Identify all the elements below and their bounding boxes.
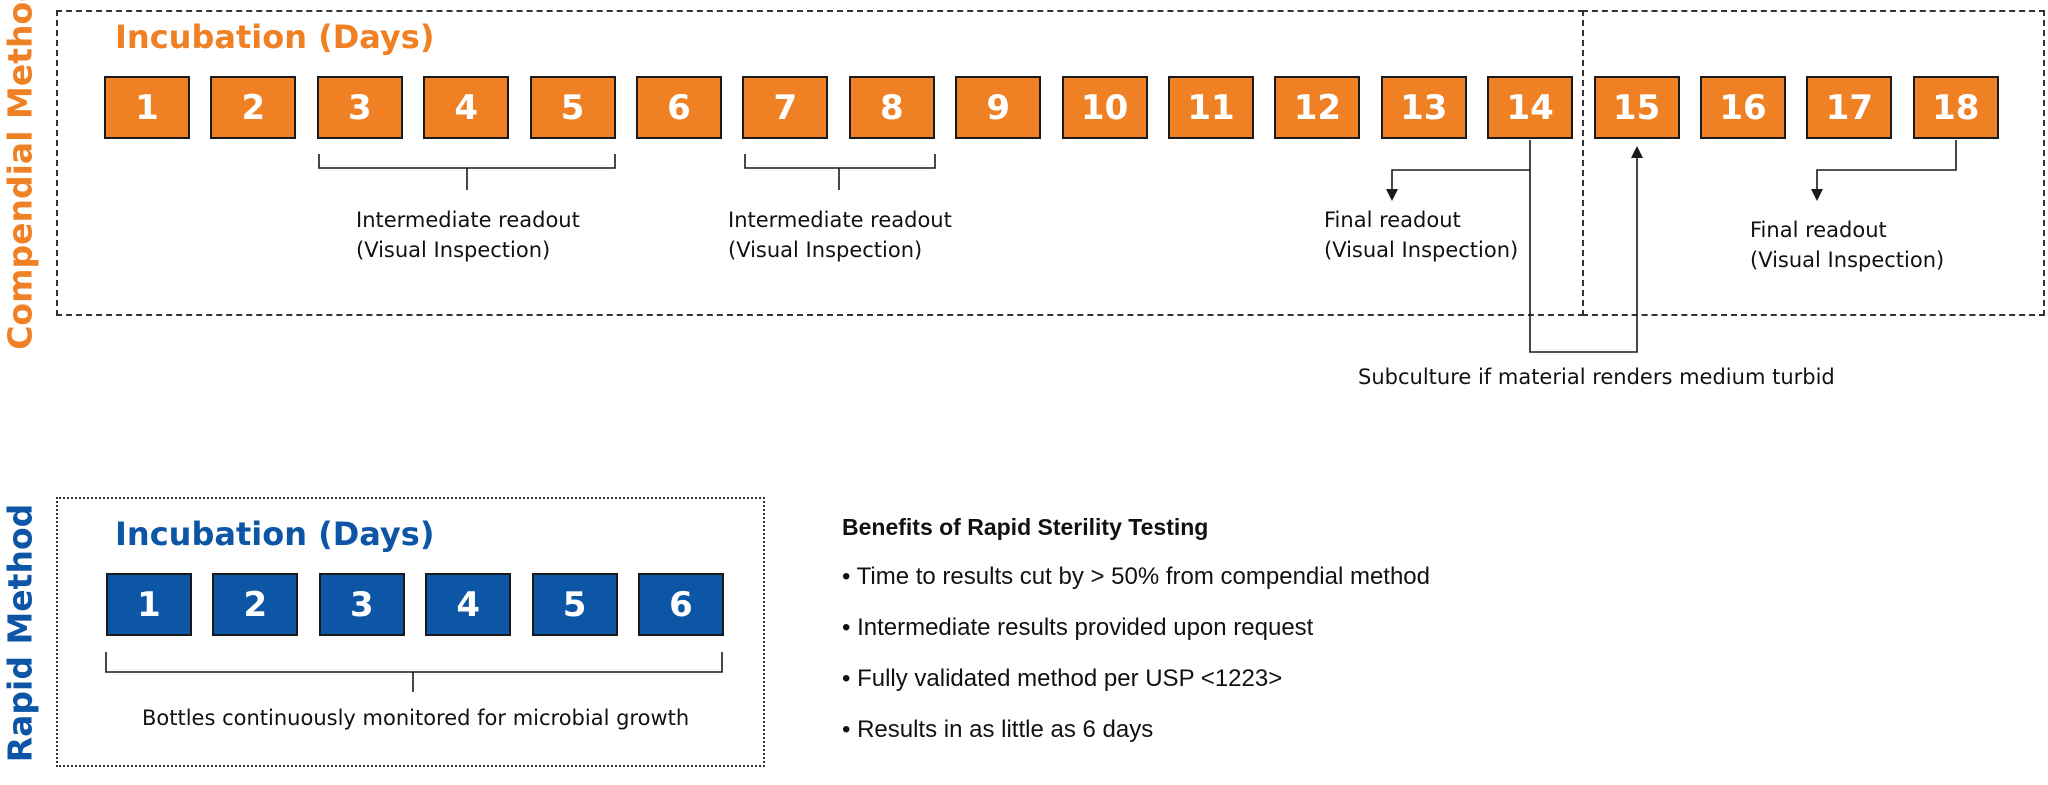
caption-line: (Visual Inspection) [728,238,923,262]
compendial-title: Incubation (Days) [115,18,435,56]
brace-intermediate-1 [318,154,616,190]
caption-line: Intermediate readout [356,208,580,232]
compendial-extended-box [1582,10,2045,316]
compendial-day-9: 9 [955,76,1042,139]
compendial-day-8: 8 [848,76,935,139]
rapid-day-5: 5 [531,573,618,636]
compendial-day-16: 16 [1700,76,1786,139]
compendial-day-10: 10 [1061,76,1148,139]
final-readout-2-arrow [1811,140,1957,201]
compendial-day-6: 6 [636,76,722,139]
compendial-day-3: 3 [316,76,403,139]
rapid-monitor-note: Bottles continuously monitored for micro… [142,706,690,730]
rapid-day-1: 1 [106,573,192,636]
benefit-item: • Intermediate results provided upon req… [842,614,1314,641]
caption-line: Intermediate readout [728,208,952,232]
benefit-item: • Fully validated method per USP <1223> [842,665,1283,692]
compendial-day-5: 5 [529,76,616,139]
final-readout-1-caption: Final readout (Visual Inspection) [1324,205,1518,265]
benefit-item: • Time to results cut by > 50% from comp… [842,563,1430,590]
rapid-title: Incubation (Days) [115,515,435,553]
benefits-title: Benefits of Rapid Sterility Testing [842,514,1209,540]
caption-line: (Visual Inspection) [1324,238,1519,262]
compendial-day-4: 4 [423,76,510,139]
final-readout-1-arrow [1386,169,1530,201]
brace-intermediate-2 [744,154,936,190]
caption-line: (Visual Inspection) [1750,248,1945,272]
final-readout-2-caption: Final readout (Visual Inspection) [1750,215,1944,275]
compendial-day-14: 14 [1487,76,1574,139]
compendial-day-18: 18 [1912,76,1999,139]
compendial-day-12: 12 [1274,76,1361,139]
intermediate-readout-2-caption: Intermediate readout (Visual Inspection) [728,205,952,265]
rapid-day-3: 3 [318,573,405,636]
subculture-loop [1529,140,1643,353]
compendial-day-11: 11 [1168,76,1254,139]
caption-line: (Visual Inspection) [356,238,551,262]
compendial-day-7: 7 [742,76,829,139]
rapid-day-6: 6 [638,573,724,636]
brace-rapid [105,652,723,692]
compendial-day-15: 15 [1593,76,1680,139]
benefit-item: • Results in as little as 6 days [842,716,1154,743]
caption-line: Final readout [1324,208,1461,232]
compendial-day-2: 2 [210,76,297,139]
compendial-day-17: 17 [1806,76,1893,139]
subculture-note: Subculture if material renders medium tu… [1358,365,1835,389]
rapid-section-box [56,497,765,767]
compendial-day-1: 1 [104,76,190,139]
compendial-day-13: 13 [1380,76,1467,139]
rapid-day-2: 2 [212,573,299,636]
caption-line: Final readout [1750,218,1887,242]
rapid-day-4: 4 [425,573,512,636]
intermediate-readout-1-caption: Intermediate readout (Visual Inspection) [356,205,580,265]
